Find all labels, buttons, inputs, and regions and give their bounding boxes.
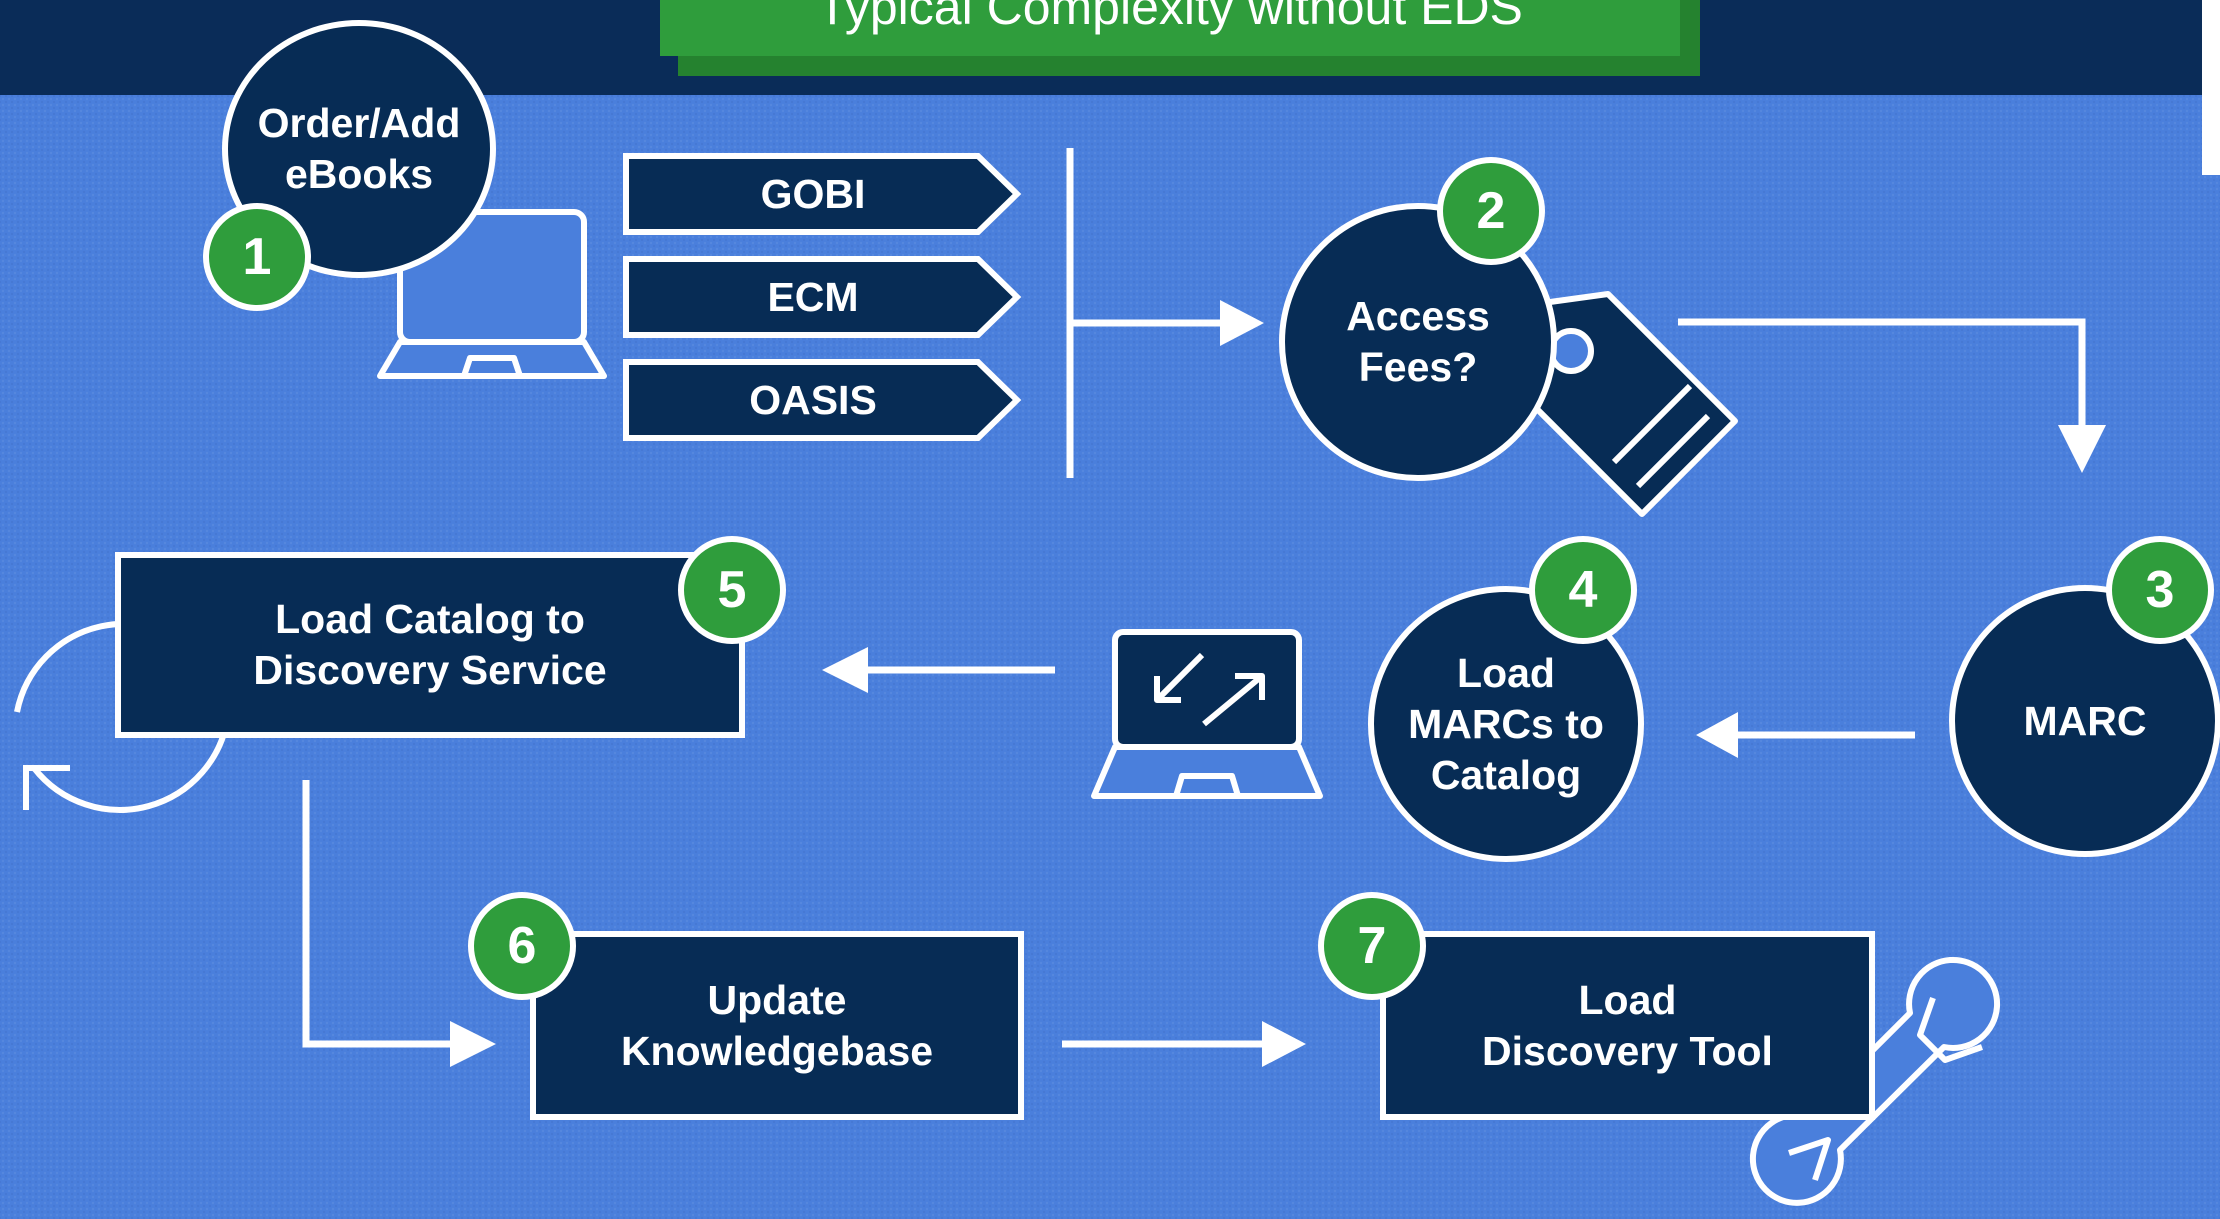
- step-6-badge: 6: [468, 892, 576, 1000]
- step-7-badge: 7: [1318, 892, 1426, 1000]
- step-number: 1: [242, 228, 272, 286]
- step-2-label: Access Fees?: [1346, 293, 1490, 390]
- step-4-badge: 4: [1529, 536, 1637, 644]
- vendor-gobi: GOBI: [623, 153, 1023, 235]
- arrowhead-step-7: [1262, 1021, 1306, 1067]
- step-number: 3: [2145, 561, 2175, 619]
- arrowhead-step-6: [450, 1021, 496, 1067]
- step-number: 7: [1357, 917, 1387, 975]
- connector-step-2-to-step-3: [1678, 318, 2086, 425]
- diagram-title: Typical Complexity without EDS: [660, 0, 1680, 56]
- arrowhead-step-4: [1696, 712, 1738, 758]
- vendor-label: OASIS: [749, 377, 877, 423]
- arrowhead-step-5: [822, 647, 868, 693]
- step-1-badge: 1: [203, 203, 311, 311]
- step-6-node: Update Knowledgebase: [530, 931, 1024, 1120]
- step-5-label: Load Catalog to Discovery Service: [253, 596, 607, 693]
- vendor-label: GOBI: [760, 171, 866, 217]
- arrowhead-step-2: [1220, 300, 1264, 346]
- step-number: 6: [507, 917, 537, 975]
- step-1-label: Order/Add eBooks: [257, 100, 461, 197]
- step-4-label: Load MARCs to Catalog: [1408, 649, 1604, 798]
- step-5-node: Load Catalog to Discovery Service: [115, 552, 745, 738]
- laptop-transfer-icon: [1091, 629, 1323, 799]
- vendor-oasis: OASIS: [623, 359, 1023, 441]
- connector-step-5-to-step-6: [302, 780, 450, 1048]
- step-7-node: Load Discovery Tool: [1380, 931, 1875, 1120]
- step-3-label: MARC: [2023, 697, 2147, 744]
- step-5-badge: 5: [678, 536, 786, 644]
- step-number: 2: [1476, 182, 1506, 240]
- step-2-badge: 2: [1437, 157, 1545, 265]
- step-number: 5: [717, 561, 747, 619]
- vendor-ecm: ECM: [623, 256, 1023, 338]
- title-text: Typical Complexity without EDS: [817, 0, 1523, 35]
- step-7-label: Load Discovery Tool: [1482, 976, 1773, 1074]
- step-3-badge: 3: [2106, 536, 2214, 644]
- step-number: 4: [1568, 561, 1598, 619]
- arrowhead-step-3: [2058, 425, 2106, 473]
- vendor-label: ECM: [767, 274, 859, 320]
- step-1-node: Order/Add eBooks: [222, 20, 496, 278]
- step-6-label: Update Knowledgebase: [620, 976, 934, 1074]
- scrollbar[interactable]: [2202, 0, 2220, 175]
